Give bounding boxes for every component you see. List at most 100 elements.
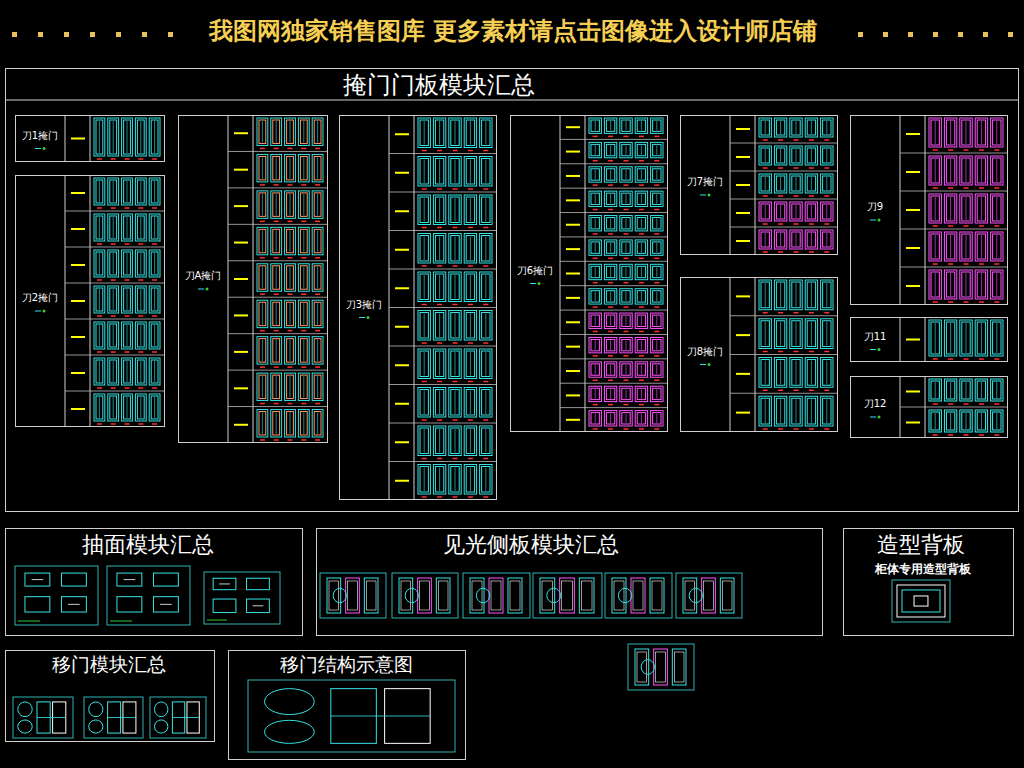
door-inset bbox=[977, 120, 985, 145]
door-inset bbox=[776, 360, 784, 386]
door-inset bbox=[622, 388, 630, 399]
door-inset bbox=[466, 197, 474, 223]
row-rule bbox=[730, 199, 838, 200]
row-rule bbox=[228, 151, 328, 152]
door-inset bbox=[420, 467, 428, 493]
door-panel bbox=[604, 264, 616, 279]
door-panel bbox=[464, 234, 476, 264]
door-panel bbox=[635, 118, 647, 133]
door-inset bbox=[591, 120, 599, 131]
door-groove bbox=[996, 197, 997, 220]
banner-dot bbox=[933, 32, 938, 37]
row-marker bbox=[736, 373, 750, 375]
dimension-tick bbox=[979, 403, 984, 405]
door-groove bbox=[826, 399, 827, 423]
dimension-tick bbox=[152, 423, 157, 425]
door-panel bbox=[635, 289, 647, 304]
dimension-tick bbox=[593, 233, 598, 235]
door-inset bbox=[946, 322, 954, 354]
dimension-tick bbox=[778, 195, 783, 197]
door-panel bbox=[271, 118, 282, 145]
door-inset bbox=[96, 216, 103, 239]
door-groove bbox=[276, 303, 277, 324]
door-panel bbox=[285, 337, 296, 364]
door-inset bbox=[622, 242, 630, 253]
drawing-panel bbox=[463, 573, 530, 618]
row-marker bbox=[234, 424, 248, 426]
door-groove bbox=[595, 340, 596, 349]
door-groove bbox=[780, 283, 781, 307]
door-groove bbox=[439, 160, 440, 184]
door-groove bbox=[439, 429, 440, 453]
dimension-tick bbox=[468, 188, 473, 190]
door-panel bbox=[620, 411, 632, 426]
group-label: 刀1掩门 bbox=[22, 130, 58, 142]
door-groove bbox=[765, 399, 766, 423]
dimension-tick bbox=[794, 428, 799, 430]
dimension-tick bbox=[964, 434, 969, 436]
door-groove bbox=[424, 198, 425, 222]
door-panel bbox=[975, 118, 987, 147]
door-inset bbox=[273, 193, 280, 216]
door-panel bbox=[285, 191, 296, 218]
door-inset bbox=[622, 315, 630, 326]
door-groove bbox=[996, 382, 997, 398]
dimension-tick bbox=[624, 404, 629, 406]
side-panel-inset bbox=[420, 581, 430, 610]
row-marker bbox=[906, 339, 920, 341]
door-inset bbox=[287, 339, 294, 362]
door-panel bbox=[135, 286, 146, 313]
door-panel bbox=[449, 272, 461, 302]
door-groove bbox=[966, 235, 967, 258]
dimension-tick bbox=[964, 149, 969, 151]
door-panel bbox=[589, 362, 601, 377]
door-inset bbox=[482, 351, 490, 377]
door-groove bbox=[113, 121, 114, 153]
door-inset bbox=[124, 288, 131, 311]
door-panel bbox=[480, 272, 492, 302]
door-panel bbox=[433, 195, 445, 225]
side-panel bbox=[612, 578, 626, 613]
door-panel bbox=[759, 118, 771, 137]
column-rule bbox=[585, 115, 586, 432]
door-groove bbox=[610, 170, 611, 179]
door-inset bbox=[124, 324, 131, 347]
dimension-tick bbox=[763, 251, 768, 253]
dimension-tick bbox=[301, 148, 306, 150]
dimension-tick bbox=[608, 404, 613, 406]
door-groove bbox=[99, 289, 100, 310]
row-rule bbox=[65, 355, 165, 356]
door-panel bbox=[604, 167, 616, 182]
dimension-tick bbox=[125, 423, 130, 425]
label-symbol bbox=[878, 219, 881, 222]
door-panel bbox=[774, 146, 786, 165]
door-groove bbox=[485, 468, 486, 492]
door-inset bbox=[314, 302, 321, 325]
door-groove bbox=[996, 323, 997, 353]
door-groove bbox=[424, 237, 425, 261]
row-rule bbox=[389, 461, 497, 462]
handle bbox=[160, 604, 172, 605]
door-groove bbox=[455, 429, 456, 453]
door-groove bbox=[780, 205, 781, 218]
dimension-tick bbox=[763, 223, 768, 225]
door-panel bbox=[790, 146, 802, 165]
door-inset bbox=[823, 321, 831, 347]
dimension-tick bbox=[654, 331, 659, 333]
door-inset bbox=[273, 156, 280, 179]
door-groove bbox=[780, 233, 781, 246]
row-rule bbox=[560, 334, 668, 335]
drawer-face bbox=[153, 597, 178, 612]
door-panel bbox=[480, 388, 492, 418]
dimension-tick bbox=[288, 293, 293, 295]
section-title: 掩门门板模块汇总 bbox=[343, 72, 535, 98]
dimension-tick bbox=[654, 136, 659, 138]
door-inset bbox=[761, 360, 769, 386]
dimension-tick bbox=[639, 306, 644, 308]
door-panel bbox=[944, 320, 956, 356]
door-panel bbox=[790, 319, 802, 349]
door-inset bbox=[962, 322, 970, 354]
door-inset bbox=[606, 193, 614, 204]
dimension-tick bbox=[152, 207, 157, 209]
door-panel bbox=[620, 216, 632, 231]
